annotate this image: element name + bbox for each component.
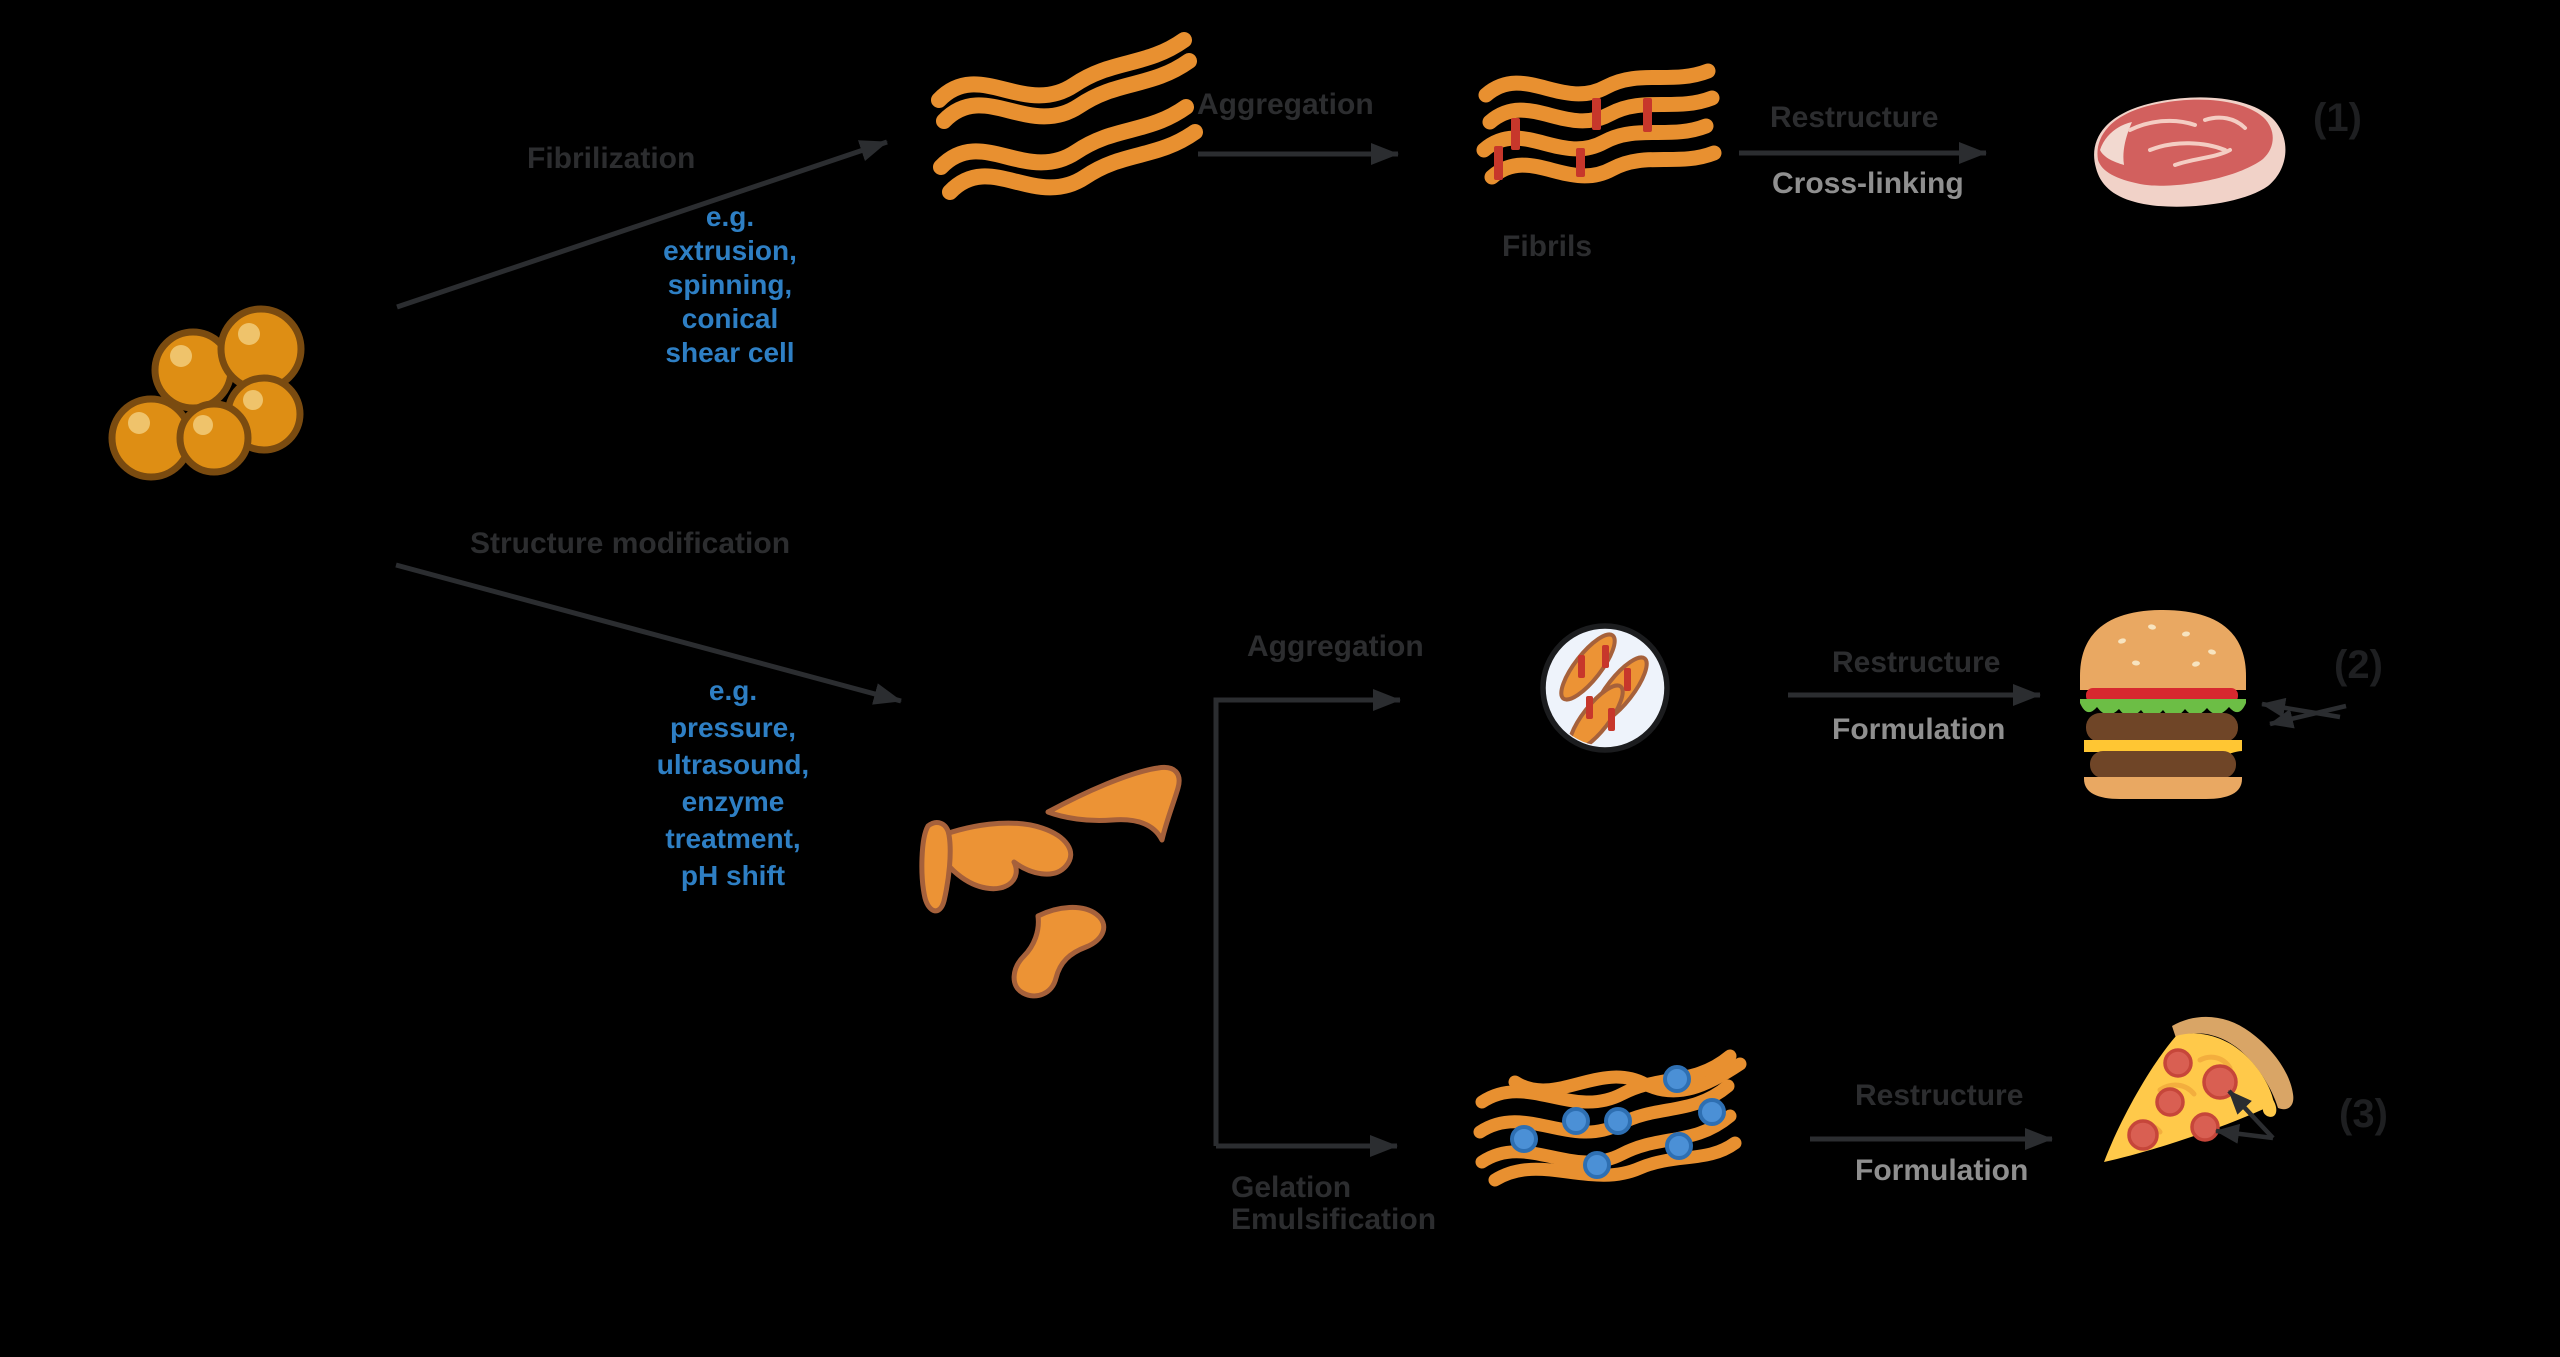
restructure-label-2: Restructure <box>1832 646 2001 679</box>
pepperoni <box>2127 1048 2238 1151</box>
fibrils-label: Fibrils <box>1502 230 1593 263</box>
gelation-label: Gelation <box>1231 1171 1352 1204</box>
restructure-label-1: Restructure <box>1770 101 1939 134</box>
aggregation-label-1: Aggregation <box>1197 88 1374 121</box>
crosslinking-label: Cross-linking <box>1772 167 1964 200</box>
emulsion-droplets <box>1510 1065 1726 1179</box>
example-line: ultrasound, <box>656 749 810 780</box>
structure-modification-arrow <box>395 562 902 705</box>
structure-modification-label: Structure modification <box>470 527 791 560</box>
example-line: enzyme <box>681 786 785 817</box>
sesame-seeds <box>2118 624 2216 667</box>
example-line: treatment, <box>665 823 801 854</box>
fibrilization-label: Fibrilization <box>527 142 696 175</box>
burger-icon <box>2080 610 2246 799</box>
flow-arrows <box>395 139 2053 1157</box>
product-number-2: (2) <box>2334 643 2383 687</box>
example-line: pressure, <box>669 712 797 743</box>
example-line: spinning, <box>667 269 793 300</box>
example-line: e.g. <box>708 675 758 706</box>
fibrilization-arrow <box>396 139 888 310</box>
emulsification-label: Emulsification <box>1231 1203 1437 1236</box>
example-line: pH shift <box>680 860 786 891</box>
product-number-1: (1) <box>2313 96 2362 140</box>
pizza-slice-icon <box>2104 1016 2294 1162</box>
example-line: extrusion, <box>663 235 797 266</box>
gel-network-icon <box>1473 1049 1747 1187</box>
crosslinked-fibrils-icon <box>1476 63 1722 185</box>
formulation-label-3: Formulation <box>1855 1154 2029 1187</box>
example-line: shear cell <box>665 337 795 368</box>
example-line: e.g. <box>705 201 755 232</box>
product-number-3: (3) <box>2339 1092 2388 1136</box>
fibrilization-examples: e.g. extrusion, spinning, conical shear … <box>620 200 840 370</box>
restructure-label-3: Restructure <box>1855 1079 2024 1112</box>
aggregate-circle-icon <box>1540 623 1670 753</box>
meat-steak-icon <box>2094 97 2286 207</box>
crosslink-bars <box>1494 98 1652 180</box>
formulation-label-2: Formulation <box>1832 713 2006 746</box>
example-line: conical <box>681 303 779 334</box>
aggregation-label-2: Aggregation <box>1247 630 1424 663</box>
fibrils-icon <box>931 32 1203 200</box>
protein-globules-icon <box>108 305 305 481</box>
modification-examples: e.g. pressure, ultrasound, enzyme treatm… <box>623 672 843 894</box>
denatured-proteins-icon <box>919 764 1182 999</box>
pizza-pointer-arrows <box>2215 1089 2275 1144</box>
burger-pointer-arrows <box>2261 697 2347 729</box>
branch-aggregation-arrow <box>1213 689 1401 1146</box>
